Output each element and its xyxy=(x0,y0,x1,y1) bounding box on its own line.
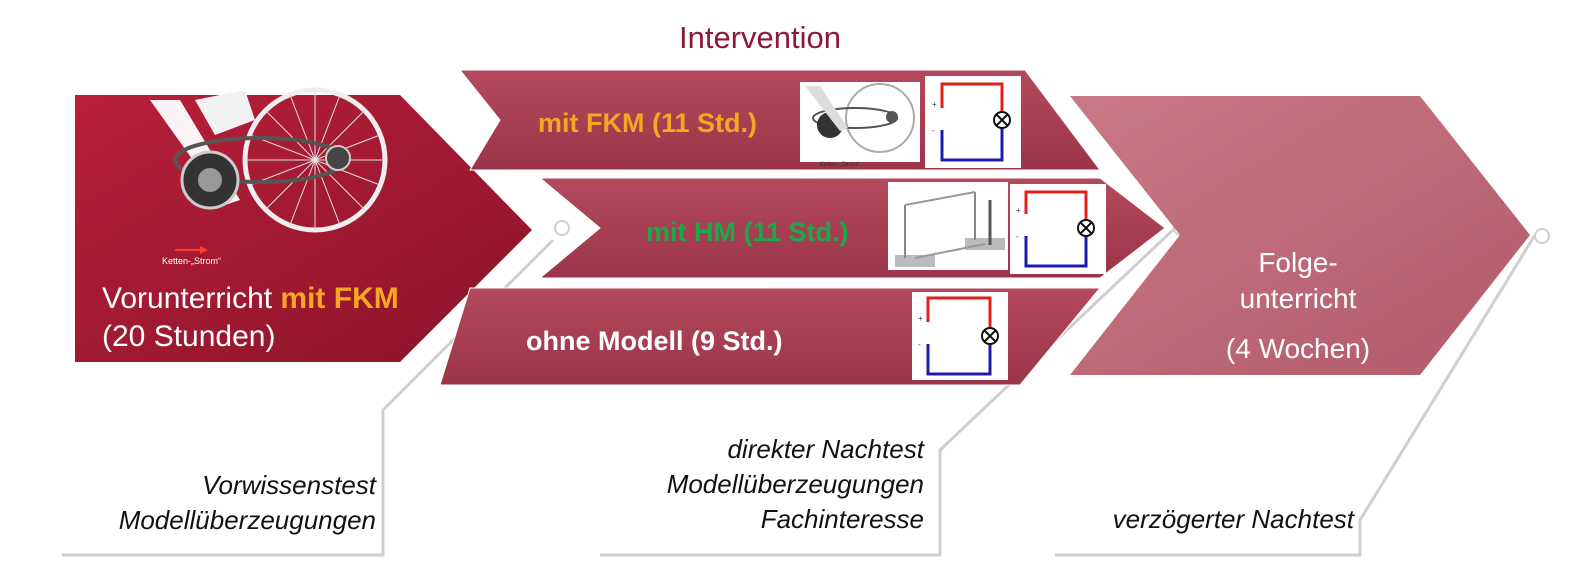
arm-none-label: ohne Modell (9 Std.) xyxy=(526,326,783,356)
pre-phase-prefix: Vorunterricht xyxy=(102,282,281,315)
plus-terminal: + xyxy=(918,314,923,323)
small-bicycle-icon xyxy=(800,82,920,162)
follow-up-label: Folge- unterricht (4 Wochen) xyxy=(1210,245,1386,367)
circuit-diagram-none xyxy=(912,292,1008,380)
bike-caption: Ketten-„Strom“ xyxy=(162,256,222,266)
minus-terminal: - xyxy=(1016,232,1019,241)
follow-up-line2: unterricht xyxy=(1239,283,1357,314)
follow-up-line3: (4 Wochen) xyxy=(1225,333,1371,364)
pre-phase-label: Vorunterricht mit FKM (20 Stunden) xyxy=(102,280,399,356)
small-bike-caption: Ketten-„Strom“ xyxy=(820,162,860,168)
circuit-diagram-fkm xyxy=(925,76,1021,168)
measurement-line: Modellüberzeugungen xyxy=(666,469,924,499)
pre-phase-highlight: mit FKM xyxy=(280,282,399,315)
follow-up-arrow xyxy=(1070,96,1530,375)
arm-fkm-label: mit FKM (11 Std.) xyxy=(538,108,758,138)
circuit-diagram-hm xyxy=(1010,184,1106,274)
measurement-pre: Vorwissenstest Modellüberzeugungen xyxy=(119,468,376,538)
hydraulic-model-icon xyxy=(888,182,1008,270)
measurement-line: direkter Nachtest xyxy=(727,434,924,464)
measurement-line: Modellüberzeugungen xyxy=(118,505,376,535)
measurement-delayed: verzögerter Nachtest xyxy=(1113,502,1354,537)
measurement-line: verzögerter Nachtest xyxy=(1112,504,1354,534)
measurement-post: direkter Nachtest Modellüberzeugungen Fa… xyxy=(667,432,924,537)
measurement-line: Fachinteresse xyxy=(760,504,924,534)
pre-phase-duration: (20 Stunden) xyxy=(102,320,276,353)
minus-terminal: - xyxy=(918,340,921,349)
bicycle-chain-icon xyxy=(150,87,388,254)
follow-up-line1: Folge- xyxy=(1258,247,1338,278)
measurement-line: Vorwissenstest xyxy=(202,470,376,500)
plus-terminal: + xyxy=(1016,206,1021,215)
intervention-arrow-hm xyxy=(538,177,1166,279)
minus-terminal: - xyxy=(932,126,935,135)
plus-terminal: + xyxy=(932,100,937,109)
arm-hm-label: mit HM (11 Std.) xyxy=(646,217,849,247)
intervention-title: Intervention xyxy=(679,20,841,55)
